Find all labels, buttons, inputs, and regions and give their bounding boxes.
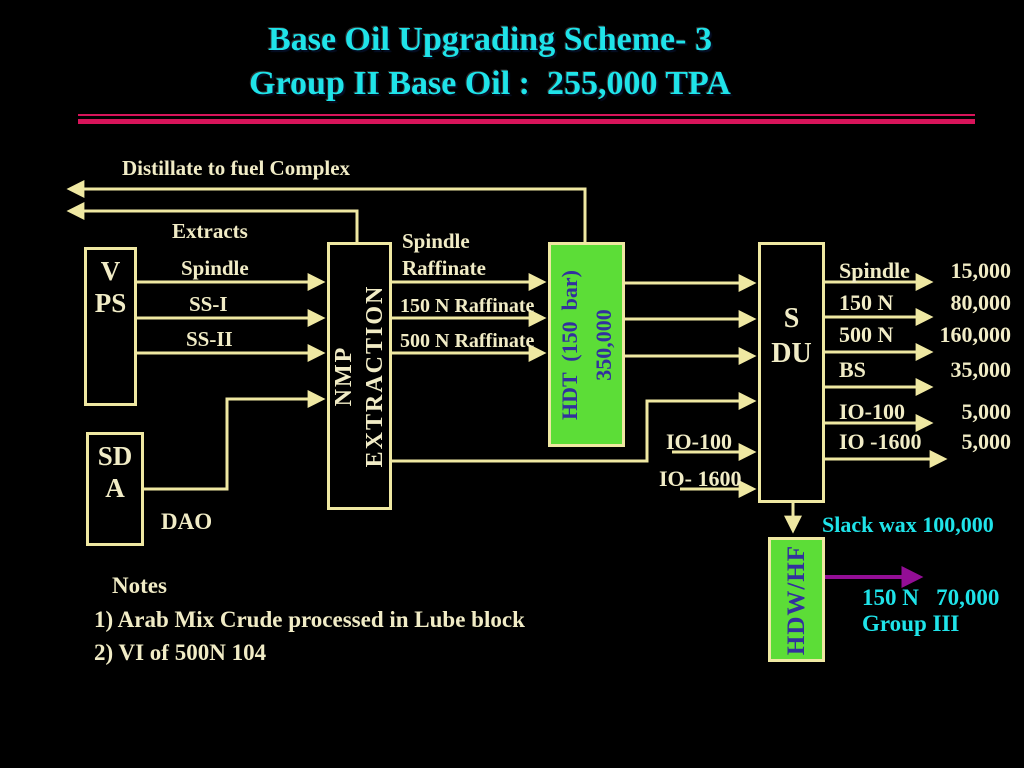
output-row-bs: BS 35,000 [839, 357, 1011, 383]
raffinate-500n-stream-label: 500 N Raffinate [400, 330, 535, 352]
sdu-label-line1: S [783, 303, 800, 334]
output-row-spindle: Spindle 15,000 [839, 258, 1011, 284]
output-row-io1600: IO -1600 5,000 [839, 429, 1011, 455]
nmp-label-line1: NMP [330, 345, 357, 407]
distillate-stream-label: Distillate to fuel Complex [122, 156, 351, 180]
spindle-raffinate-line1: Spindle [402, 229, 470, 253]
extracts-stream-label: Extracts [172, 219, 248, 243]
output-value: 160,000 [939, 322, 1012, 347]
unit-sda-box: SD A [86, 432, 144, 546]
spindle-stream-label: Spindle [181, 256, 249, 280]
raffinate-150n-stream-label: 150 N Raffinate [400, 295, 535, 317]
note-2: 2) VI of 500N 104 [94, 640, 267, 665]
ss2-stream-label: SS-II [186, 327, 233, 351]
line-nmp-bypass-to-sdu-arrow [392, 392, 757, 463]
line-distillate-return-arrow [66, 180, 587, 242]
note-1: 1) Arab Mix Crude processed in Lube bloc… [94, 607, 525, 632]
notes-heading: Notes [112, 573, 167, 598]
group3-150n-value: 70,000 [936, 585, 1000, 610]
unit-hdt-box: HDT (150 bar) 350,000 [548, 242, 625, 447]
vps-label-line1: V [100, 256, 121, 286]
hdw-label: HDW/HF [782, 544, 810, 655]
nmp-label-line2: EXTRACTION [361, 284, 388, 468]
output-row-150n: 150 N 80,000 [839, 290, 1011, 316]
hdw-vertical-label: HDW/HF [783, 544, 811, 654]
output-row-io100: IO-100 5,000 [839, 399, 1011, 425]
hdt-label-line2: 350,000 [590, 308, 616, 381]
title-divider-thin [78, 114, 975, 116]
io1600-stream-label: IO- 1600 [659, 466, 742, 491]
sda-label-line2: A [105, 473, 125, 504]
hdt-label-line1: HDT (150 bar) [556, 269, 582, 420]
output-value: 15,000 [950, 258, 1012, 283]
ss1-stream-label: SS-I [189, 292, 228, 316]
slide-title-line2: Group II Base Oil : 255,000 TPA [249, 65, 731, 102]
slack-wax-label: Slack wax 100,000 [822, 512, 994, 537]
unit-vps-box: V PS [84, 247, 137, 406]
output-label: IO-100 [839, 399, 905, 424]
output-value: 5,000 [961, 429, 1012, 454]
title-divider-thick [78, 119, 975, 124]
output-row-500n: 500 N 160,000 [839, 322, 1011, 348]
output-value: 5,000 [961, 399, 1012, 424]
io100-stream-label: IO-100 [666, 429, 732, 454]
slide-title-line1: Base Oil Upgrading Scheme- 3 [268, 21, 712, 58]
output-value: 35,000 [950, 357, 1012, 382]
group3-label: Group III [862, 611, 960, 636]
output-label: 500 N [839, 322, 894, 347]
output-label: BS [839, 357, 866, 382]
line-extracts-return-arrow [66, 202, 359, 242]
dao-stream-label: DAO [161, 509, 213, 534]
output-label: Spindle [839, 258, 910, 283]
output-label: IO -1600 [839, 429, 922, 454]
unit-hdw-box: HDW/HF [768, 537, 825, 662]
output-value: 80,000 [950, 290, 1012, 315]
line-dao-to-nmp-arrow [144, 390, 326, 491]
output-label: 150 N [839, 290, 894, 315]
hdt-vertical-label: HDT (150 bar) 350,000 [552, 270, 620, 420]
unit-sdu-box: S DU [758, 242, 825, 503]
group3-150n-label: 150 N [862, 585, 919, 610]
vps-label-line2: PS [94, 288, 127, 319]
sdu-label-line2: DU [771, 338, 812, 369]
sda-label-line1: SD [97, 441, 133, 471]
group3-150n-row: 150 N 70,000 [862, 583, 999, 613]
spindle-raffinate-line2: Raffinate [402, 256, 486, 281]
